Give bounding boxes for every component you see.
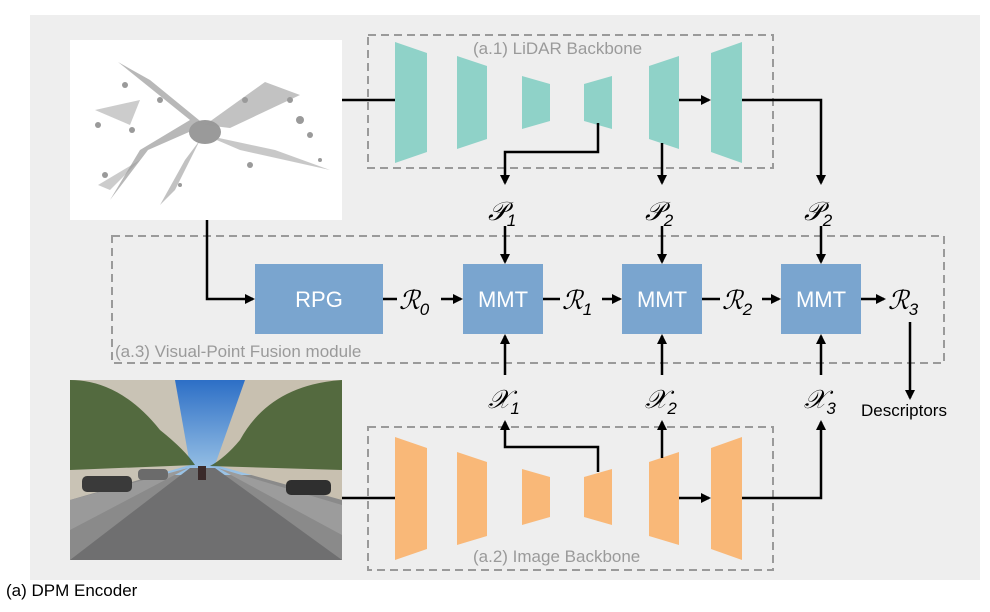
image-backbone-label: (a.2) Image Backbone: [473, 547, 640, 566]
lidar-point-cloud-image: [70, 40, 342, 220]
mmt-label-1: MMT: [478, 287, 528, 312]
lidar-layer: [522, 76, 550, 129]
mmt-box-2: [622, 264, 702, 334]
fusion-module-box: [111, 235, 945, 364]
region-feature-2: ℛ2: [722, 286, 753, 319]
lidar-backbone-label: (a.1) LiDAR Backbone: [473, 39, 642, 58]
image-layer: [711, 437, 742, 560]
lidar-backbone-layers: [395, 42, 742, 163]
mmt-label-2: MMT: [637, 287, 687, 312]
lidar-backbone-box: [367, 34, 774, 169]
mmt-box-3: [781, 264, 861, 334]
image-backbone-box: [367, 426, 774, 571]
image-layer: [457, 452, 487, 545]
region-feature-0: ℛ0: [399, 286, 430, 319]
image-layer: [649, 452, 679, 545]
lidar-layer: [711, 42, 742, 163]
mmt-box-1: [463, 264, 543, 334]
lidar-layer: [649, 56, 679, 149]
descriptors-label: Descriptors: [861, 401, 947, 420]
image-layer: [584, 469, 612, 525]
lidar-layer: [457, 56, 487, 149]
lidar-feature-1: 𝒫1: [488, 197, 516, 230]
image-layer: [395, 437, 427, 560]
lidar-layer: [584, 76, 612, 129]
image-backbone-layers: [395, 437, 742, 560]
region-feature-3: ℛ3: [888, 286, 919, 319]
connectors: [205, 95, 915, 503]
rpg-box: [255, 264, 383, 334]
lidar-layer: [395, 42, 427, 163]
fusion-module-label: (a.3) Visual-Point Fusion module: [115, 342, 361, 361]
camera-street-image: [70, 380, 342, 560]
image-layer: [522, 469, 550, 525]
figure-caption: (a) DPM Encoder: [6, 581, 138, 600]
region-feature-1: ℛ1: [562, 286, 592, 319]
mmt-label-3: MMT: [796, 287, 846, 312]
rpg-label: RPG: [295, 287, 343, 312]
